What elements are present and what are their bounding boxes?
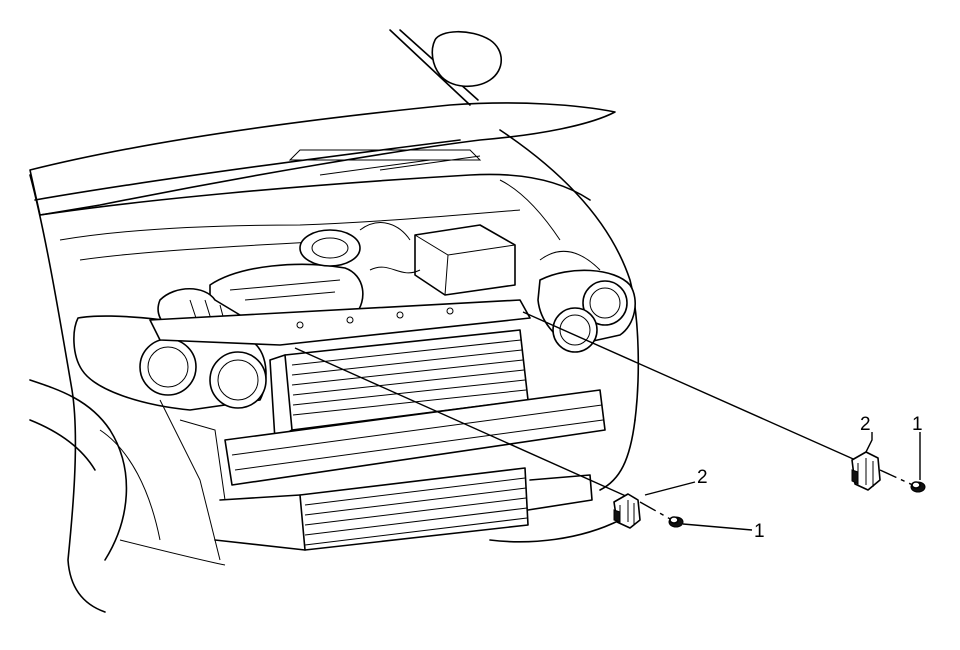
callout-1-left: 1	[754, 521, 765, 542]
callout-2-right: 2	[860, 414, 871, 435]
bolt-right[interactable]	[910, 481, 926, 493]
callout-2-left: 2	[697, 467, 708, 488]
lower-condenser	[214, 467, 593, 551]
callout-leaders	[644, 432, 921, 531]
side-mirror	[389, 29, 503, 106]
callout-1-right: 1	[912, 414, 923, 435]
leader-lines	[294, 311, 916, 521]
bolt-left[interactable]	[668, 516, 684, 528]
bracket-left[interactable]	[613, 493, 641, 529]
bracket-right[interactable]	[851, 451, 881, 491]
upper-tie-bar	[149, 299, 531, 346]
lower-structure	[99, 399, 226, 566]
right-headlamp	[537, 269, 636, 353]
bumper-beam	[224, 389, 606, 486]
left-fender	[29, 174, 128, 613]
hood	[29, 102, 616, 216]
